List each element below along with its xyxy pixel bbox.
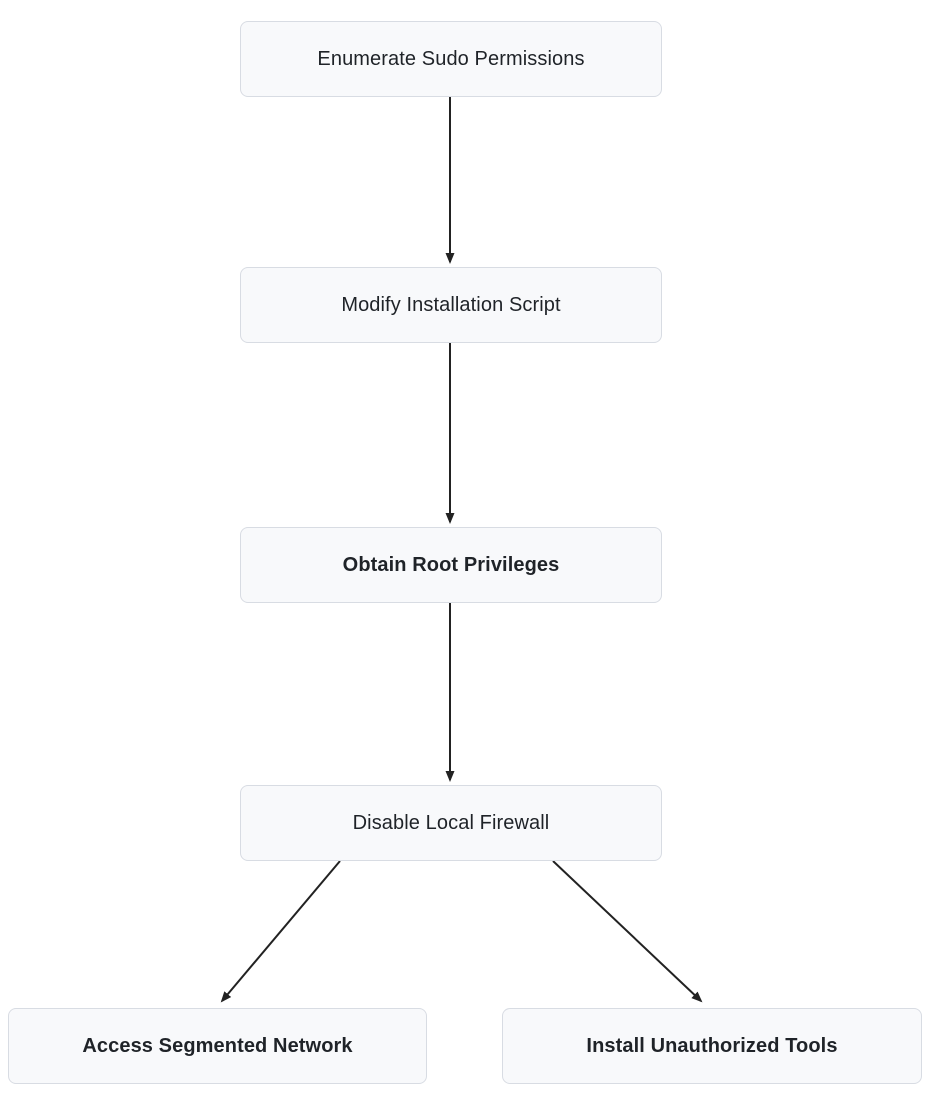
node-install-unauthorized-tools: Install Unauthorized Tools bbox=[502, 1008, 922, 1084]
node-obtain-root-privileges: Obtain Root Privileges bbox=[240, 527, 662, 603]
node-label: Enumerate Sudo Permissions bbox=[317, 47, 585, 70]
node-label: Access Segmented Network bbox=[82, 1034, 353, 1057]
edge-disable-local-firewall-to-install-unauthorized-tools bbox=[552, 860, 703, 1003]
node-disable-local-firewall: Disable Local Firewall bbox=[240, 785, 662, 861]
edge-disable-local-firewall-to-access-segmented-network bbox=[220, 860, 341, 1003]
node-label: Obtain Root Privileges bbox=[342, 553, 560, 576]
node-access-segmented-network: Access Segmented Network bbox=[8, 1008, 427, 1084]
node-label: Modify Installation Script bbox=[341, 293, 561, 316]
node-label: Install Unauthorized Tools bbox=[586, 1034, 838, 1057]
node-label: Disable Local Firewall bbox=[352, 811, 550, 834]
node-enumerate-sudo-permissions: Enumerate Sudo Permissions bbox=[240, 21, 662, 97]
node-modify-installation-script: Modify Installation Script bbox=[240, 267, 662, 343]
